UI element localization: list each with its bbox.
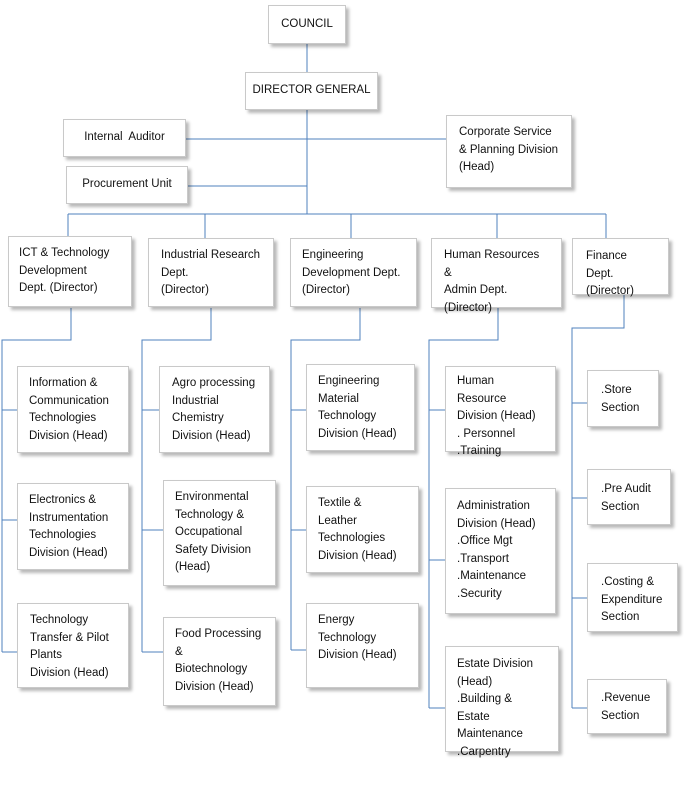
division-ict-technology-transfer: Technology Transfer & Pilot Plants Divis…	[17, 603, 129, 688]
division-industrial-agro: Agro processing Industrial Chemistry Div…	[159, 366, 270, 453]
division-engineering-energy: Energy Technology Division (Head)	[306, 603, 419, 688]
division-hr-estate: Estate Division (Head) .Building & Estat…	[445, 646, 559, 758]
section-label: .Pre Audit Section	[601, 483, 651, 513]
section-label: .Costing & Expenditure Section	[601, 576, 663, 623]
connector-engineering-branch	[290, 308, 361, 650]
division-hr-administration: Administration Division (Head) .Office M…	[445, 488, 556, 614]
internal-auditor-box: Internal Auditor	[63, 119, 186, 157]
division-label: Estate Division (Head) .Building & Estat…	[457, 658, 534, 758]
section-label: .Revenue Section	[601, 692, 651, 722]
dept-engineering-label: Engineering Development Dept. (Director)	[302, 249, 401, 296]
division-industrial-environmental: Environmental Technology & Occupational …	[163, 480, 276, 586]
division-label: Human Resource Division (Head) . Personn…	[457, 375, 536, 457]
division-label: Food Processing & Biotechnology Division…	[175, 628, 262, 693]
internal-auditor-label: Internal Auditor	[84, 131, 165, 144]
corporate-service-label: Corporate Service & Planning Division (H…	[459, 126, 559, 173]
section-finance-store: .Store Section	[587, 370, 659, 427]
division-label: Textile & Leather Technologies Division …	[318, 497, 397, 562]
connector-finance-branch	[571, 295, 625, 708]
division-label: Environmental Technology & Occupational …	[175, 491, 252, 573]
procurement-unit-label: Procurement Unit	[82, 178, 172, 191]
dept-finance-box: Finance Dept. (Director)	[572, 238, 669, 297]
division-label: Information & Communication Technologies…	[29, 377, 109, 442]
council-box: COUNCIL	[268, 5, 346, 44]
division-industrial-food-processing: Food Processing & Biotechnology Division…	[163, 617, 276, 706]
director-general-label: DIRECTOR GENERAL	[252, 84, 371, 97]
dept-engineering-box: Engineering Development Dept. (Director)	[290, 238, 417, 307]
division-label: Technology Transfer & Pilot Plants Divis…	[30, 614, 109, 679]
dept-industrial-label: Industrial Research Dept. (Director)	[161, 249, 261, 296]
division-label: Electronics & Instrumentation Technologi…	[29, 494, 109, 559]
division-hr-human-resource: Human Resource Division (Head) . Personn…	[445, 366, 556, 457]
connector-hr-branch	[428, 308, 499, 708]
dept-industrial-box: Industrial Research Dept. (Director)	[148, 238, 274, 307]
procurement-unit-box: Procurement Unit	[66, 166, 188, 204]
section-label: .Store Section	[601, 384, 640, 414]
division-ict-communication: Information & Communication Technologies…	[17, 366, 129, 453]
division-label: Engineering Material Technology Division…	[318, 375, 397, 440]
connector-industrial-branch	[141, 308, 212, 652]
section-finance-revenue: .Revenue Section	[587, 679, 667, 734]
dept-hr-box: Human Resources & Admin Dept. (Director)	[431, 238, 562, 314]
section-finance-costing: .Costing & Expenditure Section	[587, 563, 678, 632]
dept-ict-box: ICT & Technology Development Dept. (Dire…	[8, 236, 132, 307]
dept-ict-label: ICT & Technology Development Dept. (Dire…	[19, 247, 110, 294]
division-ict-electronics: Electronics & Instrumentation Technologi…	[17, 483, 129, 570]
council-label: COUNCIL	[281, 17, 333, 30]
dept-finance-label: Finance Dept. (Director)	[586, 250, 634, 297]
division-label: Administration Division (Head) .Office M…	[457, 500, 536, 600]
division-label: Agro processing Industrial Chemistry Div…	[172, 377, 256, 442]
dept-hr-label: Human Resources & Admin Dept. (Director)	[444, 249, 540, 314]
director-general-box: DIRECTOR GENERAL	[245, 72, 378, 110]
division-engineering-textile: Textile & Leather Technologies Division …	[306, 486, 419, 573]
corporate-service-box: Corporate Service & Planning Division (H…	[446, 115, 572, 188]
section-finance-pre-audit: .Pre Audit Section	[587, 469, 671, 525]
division-engineering-material: Engineering Material Technology Division…	[306, 364, 415, 451]
division-label: Energy Technology Division (Head)	[318, 614, 397, 661]
connector-ict-branch	[1, 308, 72, 652]
